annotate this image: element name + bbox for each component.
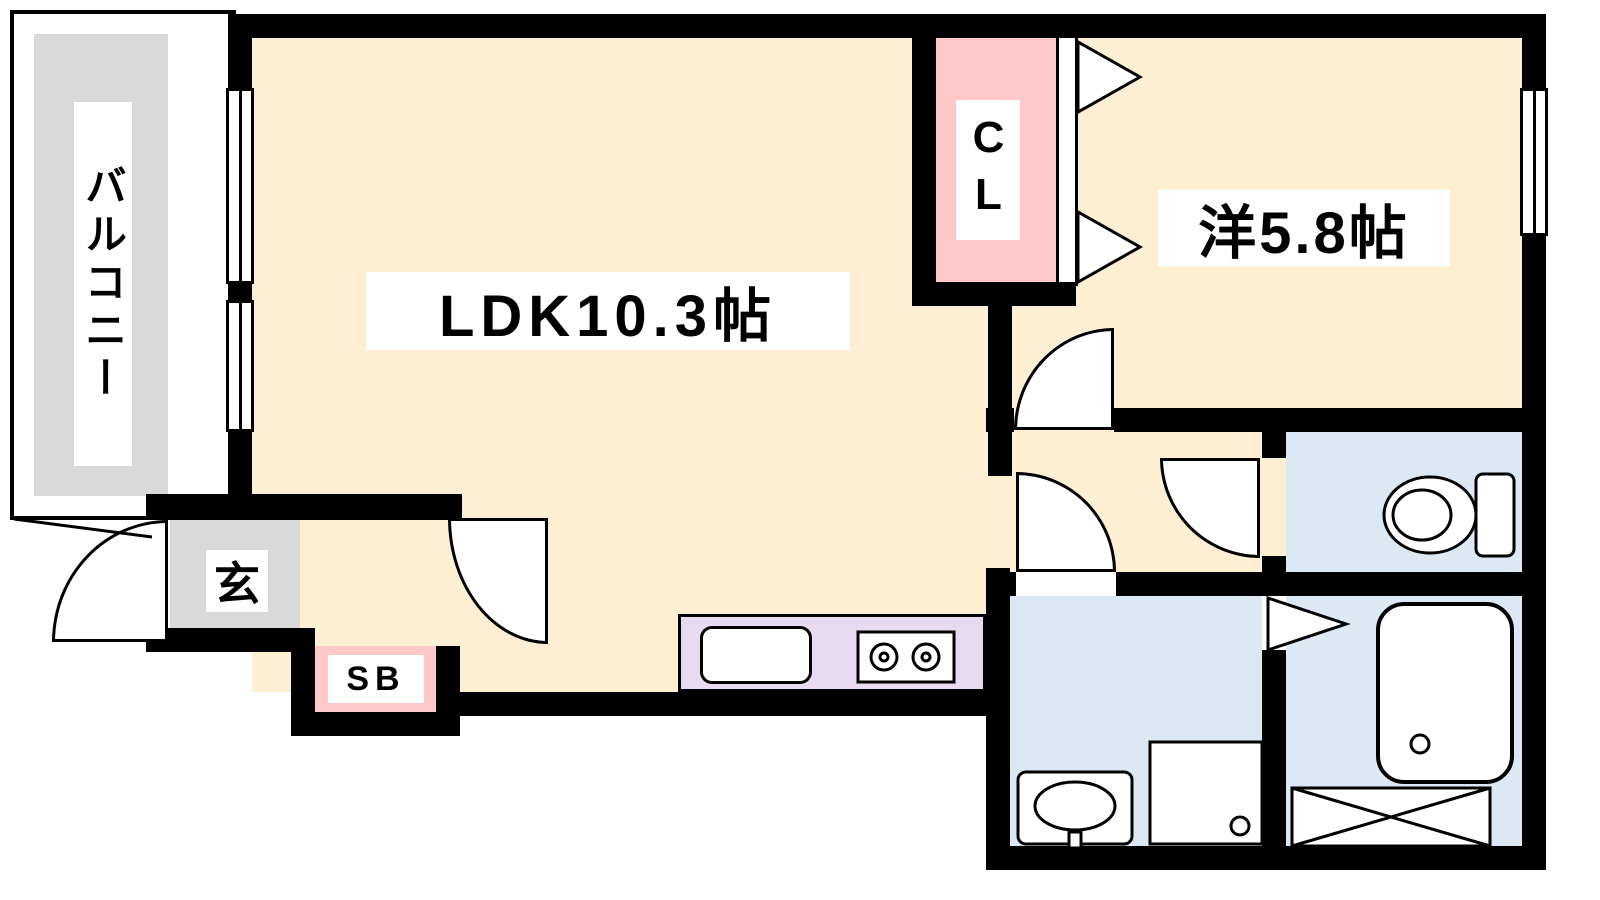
wall-entrance-top xyxy=(146,494,462,520)
wall-entrance-bottom xyxy=(146,628,315,652)
door-arc-icon-entrance xyxy=(52,520,168,642)
ldk-label: LDK10.3帖 xyxy=(366,272,850,350)
washroom-floor xyxy=(1010,596,1262,846)
toilet-floor xyxy=(1286,432,1522,572)
window-mullion xyxy=(1532,91,1536,233)
window-mullion xyxy=(238,91,242,281)
wall-toilet-west-lower xyxy=(1262,556,1286,596)
wall-western-bottom-right xyxy=(1114,408,1546,432)
window-icon-ldk-upper xyxy=(226,88,254,284)
window-mullion xyxy=(238,303,242,429)
wall-western-bottom-left xyxy=(986,408,1014,432)
western-room-label: 洋5.8帖 xyxy=(1158,190,1450,266)
wall-closet-bottom xyxy=(912,282,1076,306)
wall-toilet-west-upper xyxy=(1262,432,1286,458)
ldk-floor xyxy=(252,38,1012,692)
wall-bath-west xyxy=(1262,650,1286,870)
bath-floor xyxy=(1286,596,1522,846)
wall-washroom-top-left xyxy=(986,572,1016,596)
kitchen-sink-icon xyxy=(700,626,812,684)
window-icon-ldk-lower xyxy=(226,300,254,432)
wall-hall-west xyxy=(988,306,1012,476)
entrance-label: 玄 xyxy=(206,550,268,612)
window-icon-western-room xyxy=(1520,88,1548,236)
wall-closet-west xyxy=(912,14,936,306)
closet-door-track xyxy=(1056,36,1078,286)
shoe-box-label: SB xyxy=(328,655,424,703)
wall-ldk-bottom xyxy=(436,692,1010,716)
wall-wet-top-right xyxy=(1116,572,1546,596)
closet-label: CL xyxy=(956,100,1020,240)
balcony-label: バルコニー xyxy=(74,102,132,466)
wall-top xyxy=(228,14,1546,38)
wall-shoebox-bottom xyxy=(291,712,460,736)
wall-shoebox-right xyxy=(436,646,460,736)
wall-washroom-west xyxy=(986,568,1010,870)
